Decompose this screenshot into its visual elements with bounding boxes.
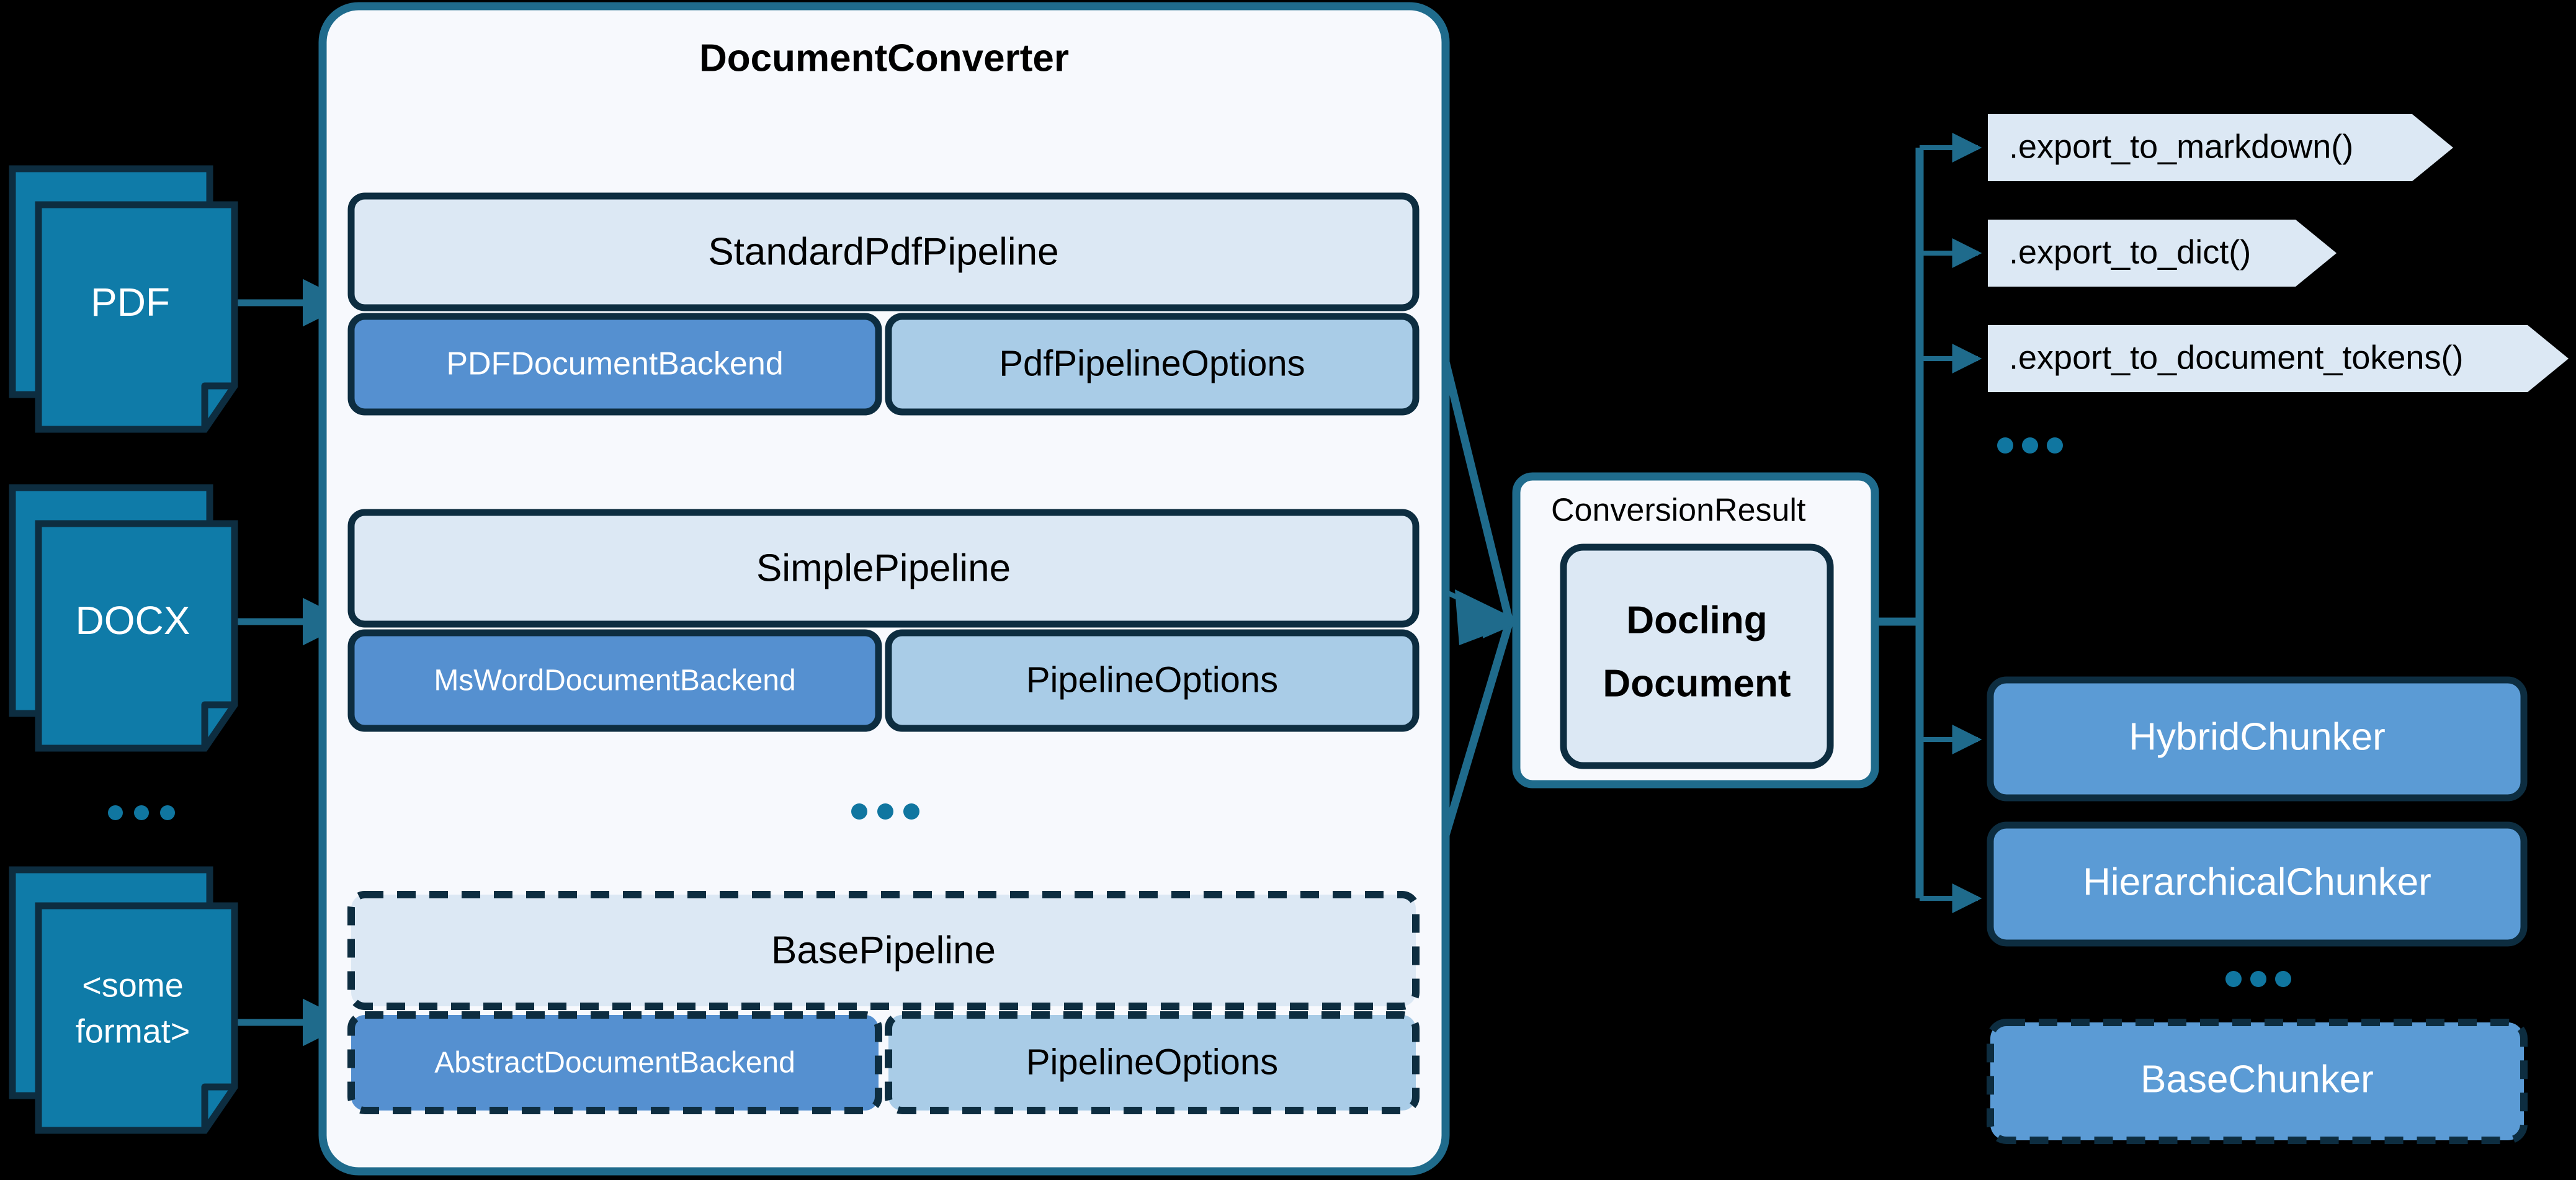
docling-document-label-line2: Document bbox=[1603, 662, 1791, 705]
export-to-markdown-label: .export_to_markdown() bbox=[2009, 128, 2353, 165]
pipeline-base-pipeline[interactable]: BasePipeline AbstractDocumentBackend Pip… bbox=[347, 891, 1420, 1114]
backend-abstractdocumentbackend-box[interactable] bbox=[347, 1011, 882, 1114]
document-converter-title: DocumentConverter bbox=[699, 37, 1069, 79]
input-doc-pdf[interactable]: PDF bbox=[9, 165, 238, 433]
input-doc-some-format[interactable]: <some format> bbox=[9, 866, 238, 1134]
pipeline-simple-pipeline-title: SimplePipeline bbox=[756, 547, 1011, 589]
pipeline-standard-pdf-pipeline[interactable]: StandardPdfPipeline PDFDocumentBackend P… bbox=[347, 192, 1420, 416]
input-doc-pdf-label: PDF bbox=[91, 280, 170, 324]
exports-ellipsis bbox=[1997, 437, 2063, 454]
conversion-result-panel[interactable]: ConversionResult Docling Document bbox=[1512, 472, 1879, 789]
backend-mswordocumentbackend-label: MsWordDocumentBackend bbox=[434, 664, 795, 697]
chunker-hybrid-chunker[interactable]: HybridChunker bbox=[1987, 676, 2528, 802]
backend-pdfdocumentbackend-box[interactable] bbox=[347, 313, 882, 416]
input-ellipsis bbox=[108, 805, 175, 820]
docling-document-box[interactable] bbox=[1560, 543, 1834, 769]
export-to-dict-chevron[interactable]: .export_to_dict() bbox=[1988, 220, 2337, 287]
input-doc-some-format-line2: format> bbox=[76, 1012, 190, 1050]
backend-pdfdocumentbackend-label: PDFDocumentBackend bbox=[446, 346, 783, 382]
pipeline-base-pipeline-title: BasePipeline bbox=[771, 929, 996, 972]
input-doc-docx-label: DOCX bbox=[76, 598, 190, 643]
converter-ellipsis bbox=[851, 803, 919, 820]
docling-document-label-line1: Docling bbox=[1626, 599, 1767, 641]
chunkers-ellipsis bbox=[2225, 971, 2291, 987]
export-to-document-tokens-chevron[interactable]: .export_to_document_tokens() bbox=[1988, 325, 2569, 392]
options-pipelineoptions-label-base: PipelineOptions bbox=[1026, 1042, 1278, 1082]
export-to-dict-label: .export_to_dict() bbox=[2009, 233, 2251, 270]
export-to-document-tokens-label: .export_to_document_tokens() bbox=[2009, 339, 2463, 376]
options-pipelineoptions-label-simple: PipelineOptions bbox=[1026, 659, 1278, 700]
pipeline-standard-pdf-pipeline-title: StandardPdfPipeline bbox=[708, 230, 1058, 273]
pipeline-simple-pipeline[interactable]: SimplePipeline MsWordDocumentBackend Pip… bbox=[347, 509, 1420, 732]
input-doc-docx[interactable]: DOCX bbox=[9, 484, 238, 752]
chunker-hybrid-chunker-label: HybridChunker bbox=[2129, 715, 2386, 758]
chunker-hierarchical-chunker[interactable]: HierarchicalChunker bbox=[1987, 821, 2528, 947]
backend-mswordocumentbackend-box[interactable] bbox=[347, 629, 882, 732]
chunker-base-chunker-label: BaseChunker bbox=[2140, 1058, 2374, 1101]
options-pdfpipelineoptions-label: PdfPipelineOptions bbox=[999, 343, 1305, 383]
chunker-hierarchical-chunker-label: HierarchicalChunker bbox=[2083, 860, 2431, 903]
options-pipelineoptions-box-simple[interactable] bbox=[885, 629, 1420, 732]
options-pdfpipelineoptions-box[interactable] bbox=[885, 313, 1420, 416]
export-to-markdown-chevron[interactable]: .export_to_markdown() bbox=[1988, 114, 2453, 181]
chunker-base-chunker[interactable]: BaseChunker bbox=[1987, 1019, 2528, 1144]
options-pipelineoptions-box-base[interactable] bbox=[885, 1011, 1420, 1114]
input-doc-some-format-line1: <some bbox=[82, 967, 184, 1004]
backend-abstractdocumentbackend-label: AbstractDocumentBackend bbox=[434, 1047, 795, 1079]
conversion-result-title: ConversionResult bbox=[1551, 493, 1806, 529]
